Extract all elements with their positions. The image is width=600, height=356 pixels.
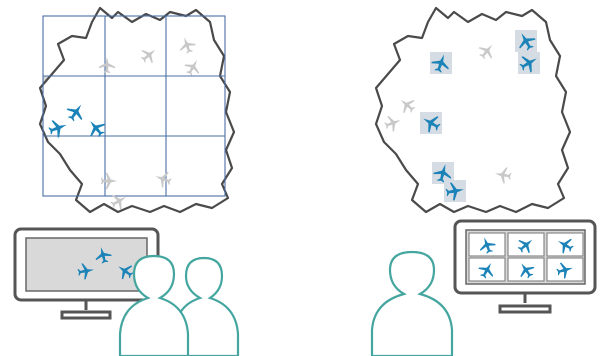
aircraft-right [382, 28, 542, 202]
person-icon [173, 256, 240, 356]
monitor-icon [453, 219, 597, 314]
germany-map-left [38, 6, 236, 214]
sector-grid [42, 15, 226, 197]
right-panel [370, 6, 597, 356]
person-icon [118, 254, 190, 356]
left-panel [13, 6, 240, 356]
monitor-tiles [468, 232, 584, 282]
person-icon [370, 250, 454, 356]
monitor-icon [13, 227, 160, 320]
